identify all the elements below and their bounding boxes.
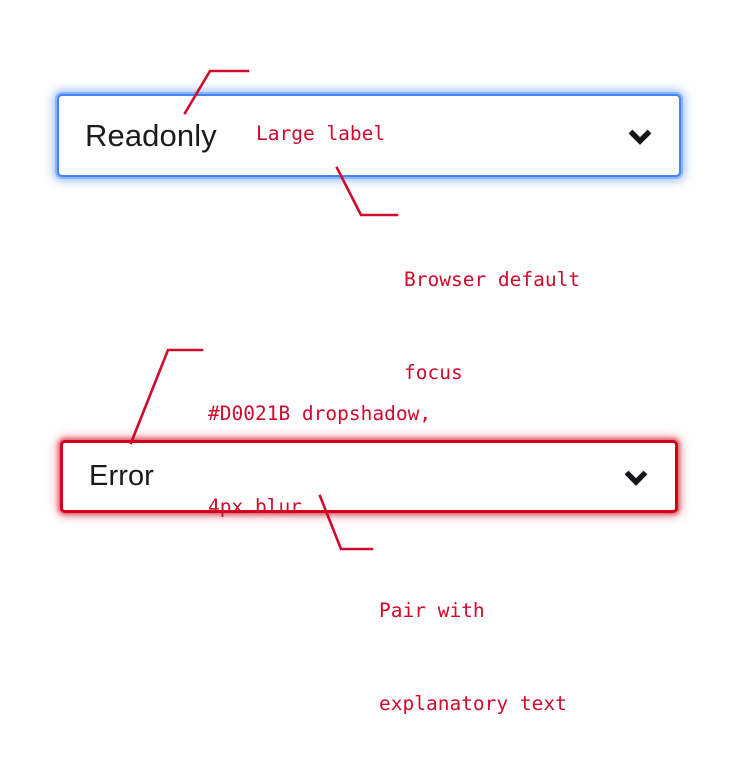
annotation-browser-focus-line2: focus [404,361,463,384]
readonly-select-value: Readonly [85,118,217,153]
annotation-pair-text: Pair with explanatory text [379,533,567,781]
annotation-large-label: Large label [256,56,385,211]
error-select-value: Error [89,460,154,492]
annotation-browser-focus: Browser default focus [404,202,580,450]
annotation-browser-focus-line1: Browser default [404,268,581,291]
annotation-pair-text-line1: Pair with [379,599,485,622]
annotation-dropshadow: #D0021B dropshadow, 4px blur [208,336,431,584]
readonly-select[interactable]: Readonly [57,94,681,177]
annotation-pair-text-line2: explanatory text [379,692,567,715]
annotation-dropshadow-line1: #D0021B dropshadow, [208,402,432,425]
chevron-down-icon[interactable] [623,119,657,153]
annotated-select-spec: Readonly Error Large label Browser defau… [57,56,681,715]
annotation-large-label-line1: Large label [256,122,386,145]
annotation-dropshadow-line2: 4px blur [208,495,302,518]
chevron-down-icon[interactable] [619,460,653,494]
